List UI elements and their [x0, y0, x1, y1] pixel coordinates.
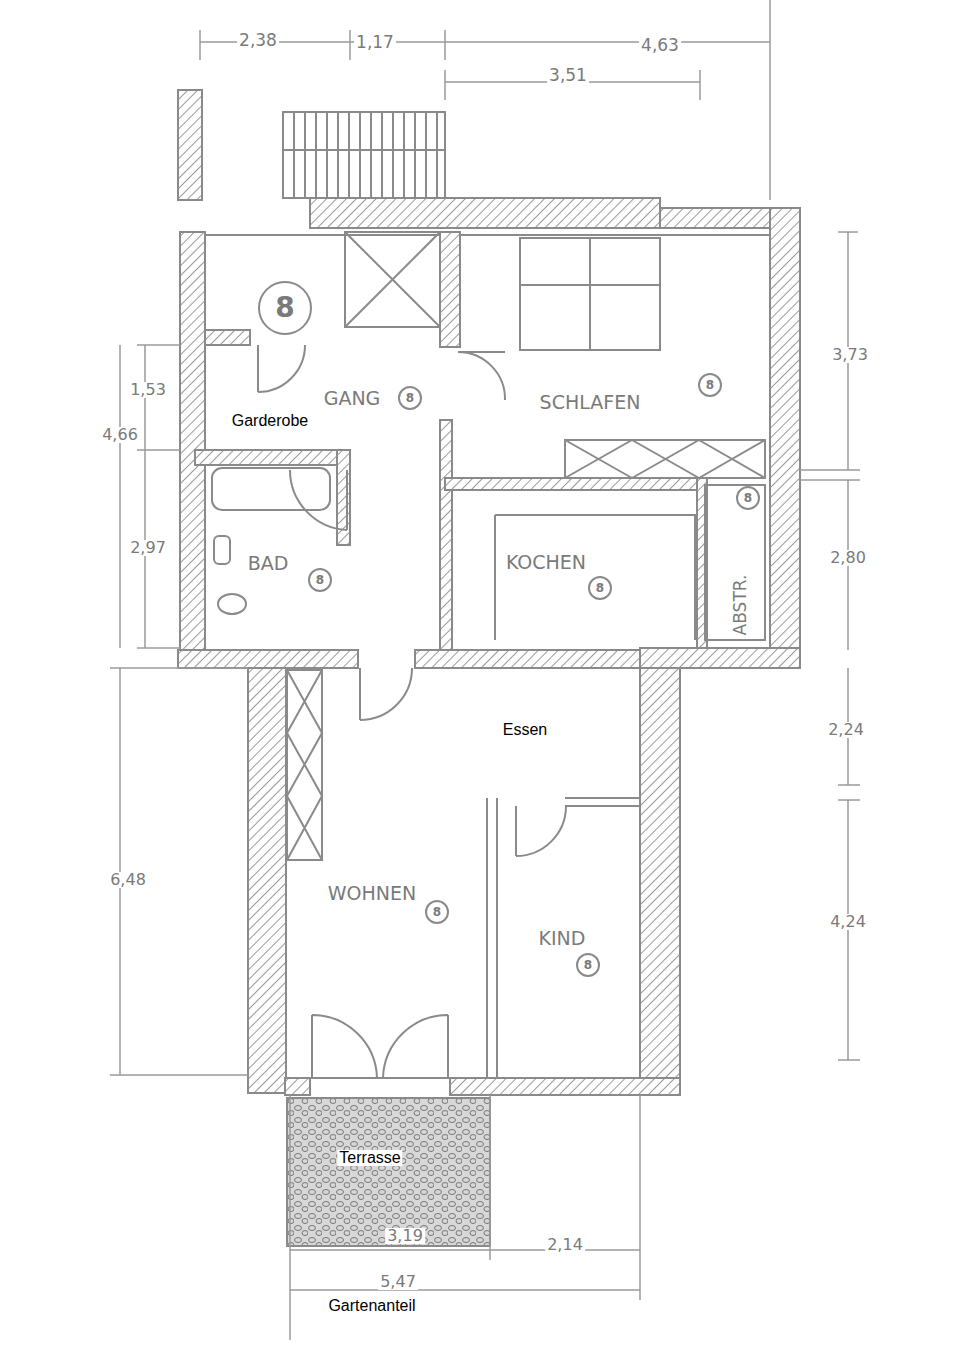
- dimension: 2,38: [237, 32, 279, 49]
- room-label: ABSTR.: [732, 573, 749, 638]
- room-label: Essen: [501, 722, 549, 738]
- dimension: 3,19: [385, 1228, 425, 1244]
- dimension: 2,97: [128, 540, 168, 556]
- dimension: 4,63: [639, 37, 681, 54]
- dimension: 2,24: [826, 722, 866, 738]
- dimension: 2,14: [545, 1237, 585, 1253]
- room-label: KOCHEN: [504, 553, 588, 572]
- dimension: 5,47: [378, 1274, 418, 1290]
- callout-number: 8: [258, 281, 312, 335]
- dimension: 3,51: [547, 67, 589, 84]
- area-label: Gartenanteil: [326, 1298, 417, 1314]
- dimension: 2,80: [828, 550, 868, 566]
- room-label: BAD: [246, 554, 291, 573]
- room-label: GANG: [322, 389, 383, 408]
- callout-number: 8: [398, 386, 422, 410]
- dimension: 4,66: [100, 427, 140, 443]
- room-label: KIND: [537, 929, 588, 948]
- callout-number: 8: [736, 486, 760, 510]
- dimension: 1,53: [128, 382, 168, 398]
- room-label: WOHNEN: [326, 884, 418, 903]
- dimension: 3,73: [830, 347, 870, 363]
- dimension: 6,48: [108, 872, 148, 888]
- callout-number: 8: [576, 953, 600, 977]
- room-label: SCHLAFEN: [538, 393, 643, 412]
- area-label: Terrasse: [337, 1150, 402, 1166]
- callout-number: 8: [425, 900, 449, 924]
- room-label: Garderobe: [230, 413, 311, 429]
- callout-number: 8: [308, 568, 332, 592]
- callout-number: 8: [588, 576, 612, 600]
- callout-number: 8: [698, 373, 722, 397]
- dimension: 4,24: [828, 914, 868, 930]
- dimension: 1,17: [354, 34, 396, 51]
